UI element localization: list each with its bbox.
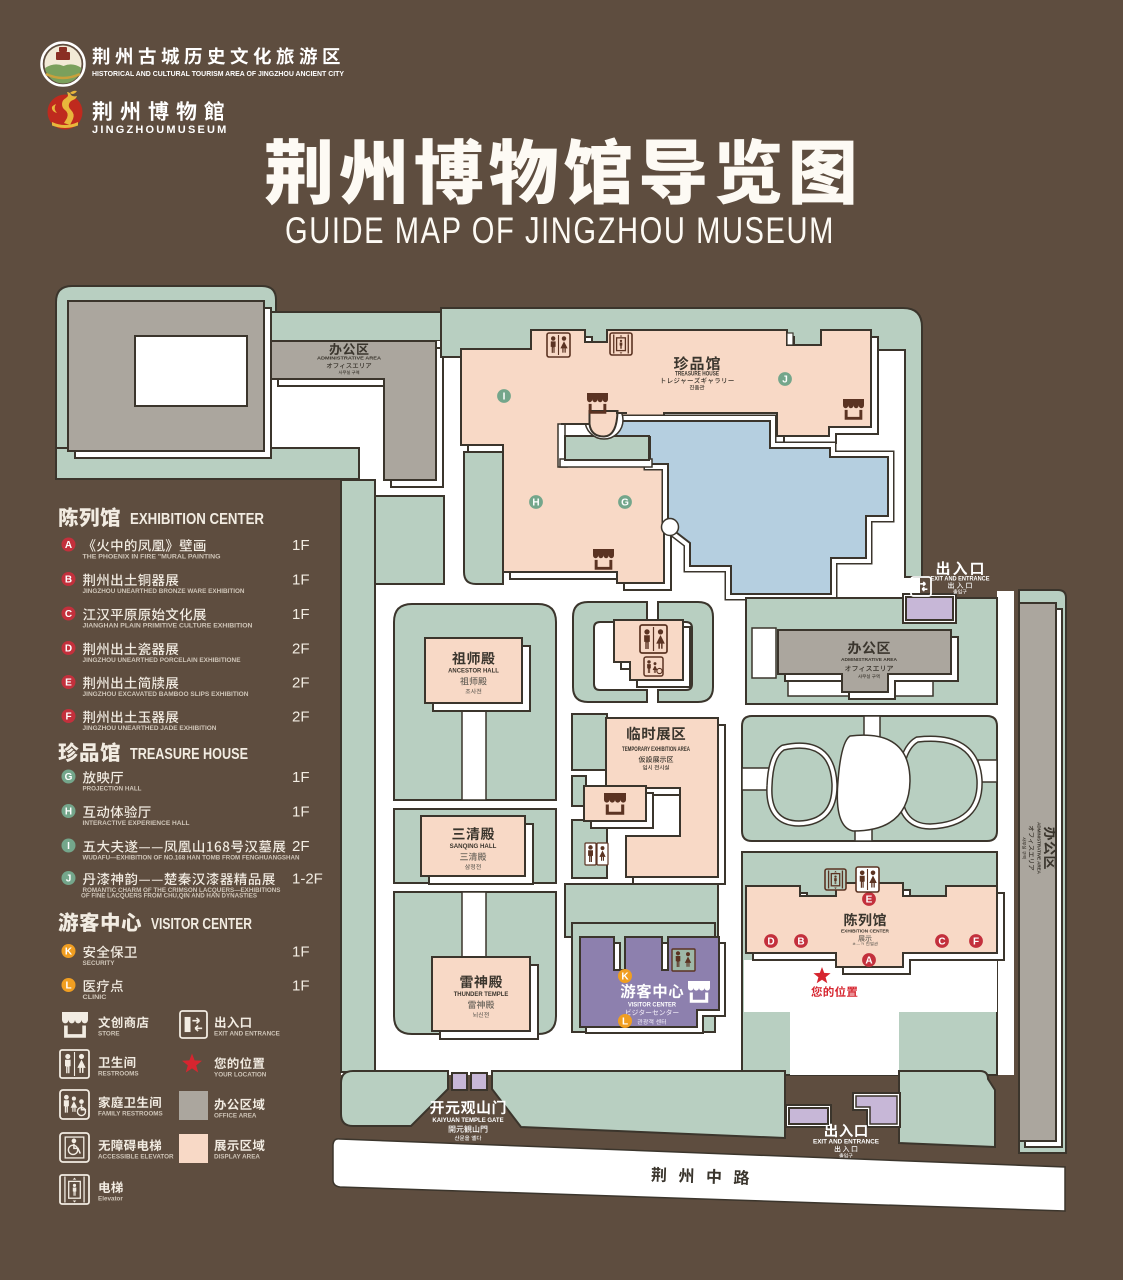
svg-text:WUDAFU—EXHIBITION OF NO.168 HA: WUDAFU—EXHIBITION OF NO.168 HAN TOMB FRO… (83, 855, 300, 862)
svg-text:H: H (532, 498, 539, 509)
svg-text:D: D (767, 937, 774, 948)
svg-text:INTERACTIVE EXPERIENCE HALL: INTERACTIVE EXPERIENCE HALL (83, 820, 190, 827)
svg-text:L: L (65, 981, 71, 992)
svg-text:D: D (65, 644, 72, 655)
svg-text:B: B (797, 937, 804, 948)
svg-text:1F: 1F (292, 769, 310, 786)
svg-text:C: C (938, 937, 945, 948)
svg-text:K: K (65, 947, 73, 958)
svg-text:I: I (67, 841, 70, 852)
svg-text:EXIT AND ENTRANCE: EXIT AND ENTRANCE (813, 1140, 879, 1146)
svg-text:SANQING HALL: SANQING HALL (450, 844, 497, 850)
svg-text:FAMILY RESTROOMS: FAMILY RESTROOMS (98, 1111, 163, 1118)
svg-text:DISPLAY AREA: DISPLAY AREA (214, 1154, 260, 1161)
svg-text:1F: 1F (292, 572, 310, 589)
svg-text:ANCESTOR HALL: ANCESTOR HALL (448, 669, 499, 675)
svg-text:A: A (865, 956, 872, 967)
svg-text:HISTORICAL AND CULTURAL TOURIS: HISTORICAL AND CULTURAL TOURISM AREA OF … (92, 69, 344, 78)
svg-text:J: J (66, 874, 72, 885)
svg-text:1F: 1F (292, 978, 310, 995)
svg-text:2F: 2F (292, 641, 310, 658)
svg-text:E: E (866, 895, 873, 906)
svg-text:EXIT AND ENTRANCE: EXIT AND ENTRANCE (214, 1031, 280, 1038)
svg-text:1-2F: 1-2F (292, 871, 323, 888)
svg-text:JINGZHOU UNEARTHED PORCELAIN E: JINGZHOU UNEARTHED PORCELAIN EXHIBITIONE (83, 657, 241, 664)
svg-text:ADMINISTRATIVE AREA: ADMINISTRATIVE AREA (1037, 822, 1042, 875)
svg-text:1F: 1F (292, 537, 310, 554)
svg-text:JINGZHOU UNEARTHED JADE EXHIBI: JINGZHOU UNEARTHED JADE EXHIBITION (83, 725, 217, 732)
svg-text:1F: 1F (292, 804, 310, 821)
svg-text:A: A (65, 540, 72, 551)
svg-text:THE PHOENIX IN FIRE "MURAL PAI: THE PHOENIX IN FIRE "MURAL PAINTING (83, 554, 221, 561)
svg-text:VISITOR CENTER: VISITOR CENTER (151, 916, 252, 933)
svg-text:RESTROOMS: RESTROOMS (98, 1071, 139, 1078)
svg-text:YOUR LOCATION: YOUR LOCATION (214, 1072, 267, 1079)
svg-text:1F: 1F (292, 944, 310, 961)
svg-text:F: F (65, 712, 71, 723)
svg-text:ROMANTIC CHARM OF THE CRIMSON: ROMANTIC CHARM OF THE CRIMSON LACQUERS—E… (83, 887, 281, 894)
svg-text:G: G (65, 772, 73, 783)
svg-text:ACCESSIBLE ELEVATOR: ACCESSIBLE ELEVATOR (98, 1154, 174, 1161)
svg-text:K: K (621, 972, 629, 983)
svg-text:B: B (65, 575, 72, 586)
svg-text:OF FINE LACQUERS FROM CHU,QIN: OF FINE LACQUERS FROM CHU,QIN AND HAN DY… (81, 893, 257, 900)
svg-text:KAIYUAN TEMPLE GATE: KAIYUAN TEMPLE GATE (432, 1118, 503, 1124)
svg-text:JINGZHOU EXCAVATED BAMBOO SLIP: JINGZHOU EXCAVATED BAMBOO SLIPS EXHIBITI… (83, 691, 249, 698)
svg-text:Elevator: Elevator (98, 1196, 123, 1203)
svg-text:1F: 1F (292, 606, 310, 623)
svg-text:H: H (65, 807, 72, 818)
svg-text:EXIT AND ENTRANCE: EXIT AND ENTRANCE (931, 577, 990, 583)
svg-text:SECURITY: SECURITY (83, 960, 116, 967)
svg-text:TEMPORARY EXHIBITION AREA: TEMPORARY EXHIBITION AREA (622, 747, 690, 753)
svg-text:GUIDE MAP OF JINGZHOU MUSEUM: GUIDE MAP OF JINGZHOU MUSEUM (285, 210, 835, 251)
svg-text:TREASURE HOUSE: TREASURE HOUSE (675, 372, 719, 378)
svg-text:ADMINISTRATIVE AREA: ADMINISTRATIVE AREA (317, 356, 381, 361)
svg-text:F: F (973, 937, 979, 948)
svg-text:G: G (621, 498, 629, 509)
svg-text:JIANGHAN PLAIN PRIMITIVE CULTU: JIANGHAN PLAIN PRIMITIVE CULTURE EXHIBIT… (83, 623, 253, 630)
svg-text:EXHIBITION CENTER: EXHIBITION CENTER (130, 511, 264, 528)
svg-text:TREASURE HOUSE: TREASURE HOUSE (130, 746, 248, 763)
svg-text:JINGZHOU UNEARTHED BRONZE WARE: JINGZHOU UNEARTHED BRONZE WARE EXHIBITIO… (83, 588, 245, 595)
svg-text:CLINIC: CLINIC (83, 994, 108, 1001)
svg-text:OFFICE AREA: OFFICE AREA (214, 1113, 257, 1120)
svg-text:ADMINISTRATIVE AREA: ADMINISTRATIVE AREA (841, 657, 898, 662)
svg-text:E: E (65, 678, 72, 689)
svg-text:VISITOR CENTER: VISITOR CENTER (628, 1002, 676, 1009)
svg-text:2F: 2F (292, 709, 310, 726)
svg-text:J: J (782, 375, 788, 386)
svg-text:L: L (622, 1017, 628, 1028)
svg-text:STORE: STORE (98, 1031, 120, 1038)
svg-text:THUNDER TEMPLE: THUNDER TEMPLE (454, 992, 509, 998)
svg-text:2F: 2F (292, 838, 310, 855)
svg-text:C: C (65, 609, 72, 620)
svg-text:2F: 2F (292, 675, 310, 692)
svg-text:PROJECTION HALL: PROJECTION HALL (83, 786, 142, 793)
svg-text:EXHIBITION CENTER: EXHIBITION CENTER (841, 929, 890, 935)
svg-text:JINGZHOUMUSEUM: JINGZHOUMUSEUM (92, 124, 229, 136)
svg-text:I: I (503, 392, 506, 403)
